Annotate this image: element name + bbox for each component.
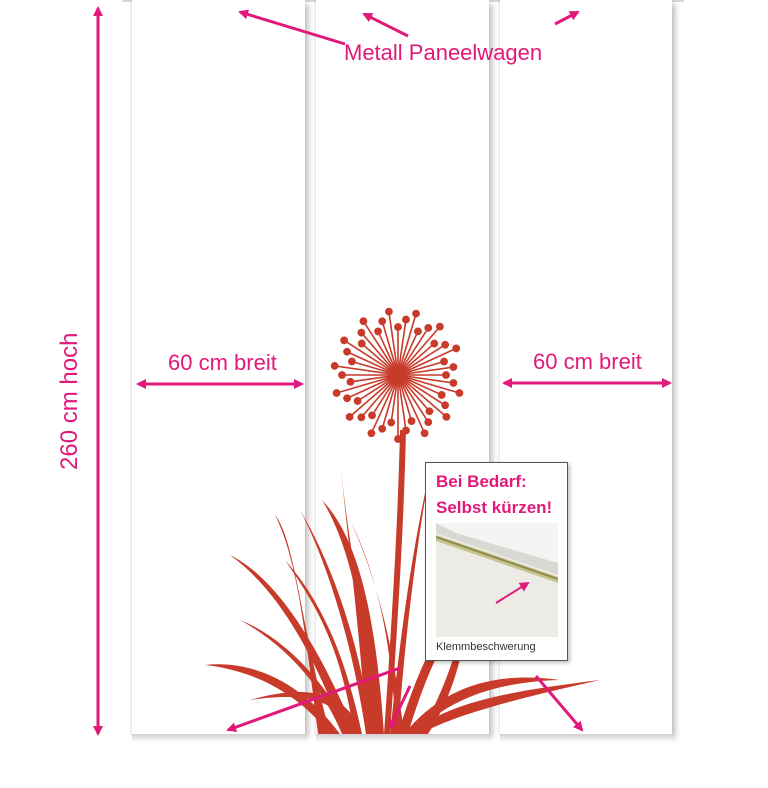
flower-stem [397,374,460,394]
flower-bud [412,309,420,318]
flower-stem [381,321,399,376]
flower-bud [394,323,402,331]
flower-stem [343,339,399,376]
flower-stem [370,374,399,434]
flower-stem [360,374,399,418]
info-title-line-1: Bei Bedarf: [436,472,527,491]
flower-bud [455,389,464,397]
flower-bud [441,340,450,349]
flower-bud [346,377,355,386]
flower-bud [357,413,366,422]
flower-bud [441,401,450,410]
flower-bud [343,394,351,403]
flower-stem [381,374,399,429]
panel-right-shadow [500,734,672,742]
flower-stem [397,327,429,376]
panel-left [132,0,305,734]
flower-stem [346,351,399,376]
flower-stem [397,374,447,418]
flower-stem [388,311,399,376]
flower-stem [336,374,399,394]
flower-bud [424,323,433,332]
flower-bud [332,389,341,397]
flower-bud [378,317,387,326]
flower-stem [397,326,441,376]
flower-bud [452,344,461,353]
flower-bud [340,336,349,345]
flower-bud [420,429,429,438]
flower-stem [397,374,454,384]
flower-stem [349,374,399,418]
flower-bud [442,413,451,421]
panel-middle-shadow [316,734,489,742]
flower-bud [368,411,376,420]
height-label: 260 cm hoch [56,332,83,470]
flower-bud [425,407,434,416]
flower-stem [397,374,446,406]
flower-stem [397,319,407,376]
flower-stem [397,374,407,431]
bottom-arrow-left [226,666,401,732]
weight-bar-photo [436,523,558,637]
flower-bud [353,397,362,405]
flower-stem [362,320,399,376]
flower-stem [346,374,399,399]
flower-bud [374,327,382,336]
flower-bud [449,379,458,387]
width-left-label: 60 cm breit [168,350,277,375]
info-box-title: Bei Bedarf: Selbst kürzen! [436,469,552,521]
flower-bud [384,307,393,316]
flower-bud [436,322,444,331]
flower-bud [437,391,446,399]
flower-bud [357,328,366,337]
flower-bud [449,363,458,371]
flower-bud [442,371,450,379]
info-title-line-2: Selbst kürzen! [436,498,553,517]
flower-bud [387,418,396,427]
flower-bud [414,327,422,336]
flower-stem [397,347,457,376]
width-right-label: 60 cm breit [533,349,642,374]
flower-bud [338,371,346,379]
panel-car-arrow-3 [554,10,580,26]
flower-bud [407,417,416,425]
panel-car-arrow-2 [362,12,409,38]
panel-car-arrow-1 [238,9,346,46]
flower-stem [397,313,417,376]
flower-bud [367,429,376,438]
flower-bud [378,424,387,433]
bottom-arrow-right [534,675,584,732]
flower-core [389,366,407,384]
flower-bud [330,361,339,370]
flower-bud [343,347,351,356]
flower-stem [397,374,426,434]
weight-bar-photo-drawing [436,523,558,637]
flower-bud [357,339,366,348]
shorten-info-box: Bei Bedarf: Selbst kürzen! Klemmbeschwer… [425,462,568,661]
allium-flower [330,307,464,443]
panel-car-label: Metall Paneelwagen [344,40,543,65]
bottom-arrow-middle [388,685,412,730]
flower-bud [402,315,410,324]
info-box-caption: Klemmbeschwerung [436,641,536,653]
flower-bud [348,357,356,366]
flower-stem [360,332,399,376]
flower-bud [359,317,368,326]
flower-stem [397,344,446,376]
flower-stem [397,374,429,423]
panel-left-shadow [132,734,305,742]
flower-bud [424,418,433,427]
flower-stem [334,365,399,376]
flower-bud [440,357,448,366]
flower-bud [430,339,439,348]
flower-stem [397,366,454,376]
flower-bud [345,413,354,421]
